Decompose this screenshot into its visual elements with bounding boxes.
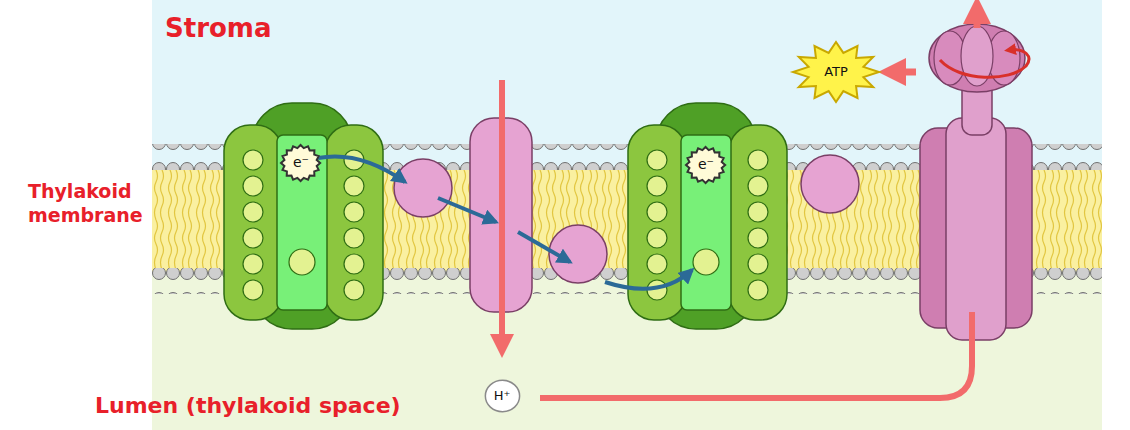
pigment-circle — [344, 176, 364, 196]
proton-circle: H⁺ — [485, 380, 520, 412]
pigment-circle — [748, 228, 768, 248]
pigment-circle — [243, 228, 263, 248]
proton-pump-arrow — [499, 80, 505, 346]
proton-flow-line — [540, 312, 972, 398]
node-text: e⁻ — [293, 155, 309, 170]
pigment-circle — [748, 280, 768, 300]
pigment-circle — [693, 249, 719, 275]
pigment-circle — [748, 176, 768, 196]
electron-marker: e⁻ — [281, 145, 320, 181]
node-text: H⁺ — [494, 389, 511, 403]
pigment-circle — [289, 249, 315, 275]
pigment-circle — [344, 280, 364, 300]
pigment-circle — [243, 176, 263, 196]
region-label: Thylakoid membrane — [28, 180, 156, 228]
region-label: Lumen (thylakoid space) — [95, 392, 401, 420]
pigment-circle — [243, 202, 263, 222]
pigment-circle — [748, 202, 768, 222]
atp-starburst: ATP — [793, 42, 879, 102]
pigment-circle — [344, 228, 364, 248]
pigment-circle — [647, 176, 667, 196]
pigment-circle — [344, 202, 364, 222]
electron-path — [318, 156, 405, 182]
pigment-circle — [748, 150, 768, 170]
atp-synthase — [920, 24, 1032, 340]
region-label: Stroma — [165, 12, 271, 45]
pigment-circle — [243, 254, 263, 274]
electron-path — [518, 232, 570, 262]
ferredoxin — [801, 155, 859, 213]
electron-marker: e⁻ — [686, 147, 725, 183]
plastoquinone — [394, 159, 452, 217]
photosystem-one — [628, 103, 787, 329]
node-text: e⁻ — [698, 157, 714, 172]
pigment-circle — [647, 150, 667, 170]
pigment-circle — [243, 280, 263, 300]
pigment-circle — [647, 202, 667, 222]
proton-exit-arrow — [974, 10, 981, 28]
pigment-circle — [647, 228, 667, 248]
electron-path — [438, 198, 496, 222]
pigment-circle — [748, 254, 768, 274]
electron-path — [605, 270, 692, 289]
pigment-circle — [243, 150, 263, 170]
atp-release-arrow — [892, 69, 916, 76]
rotation-arrow — [940, 50, 1029, 78]
pigment-circle — [344, 254, 364, 274]
node-text: ATP — [824, 65, 848, 79]
photosystem-two — [224, 103, 383, 329]
pigment-circle — [647, 254, 667, 274]
